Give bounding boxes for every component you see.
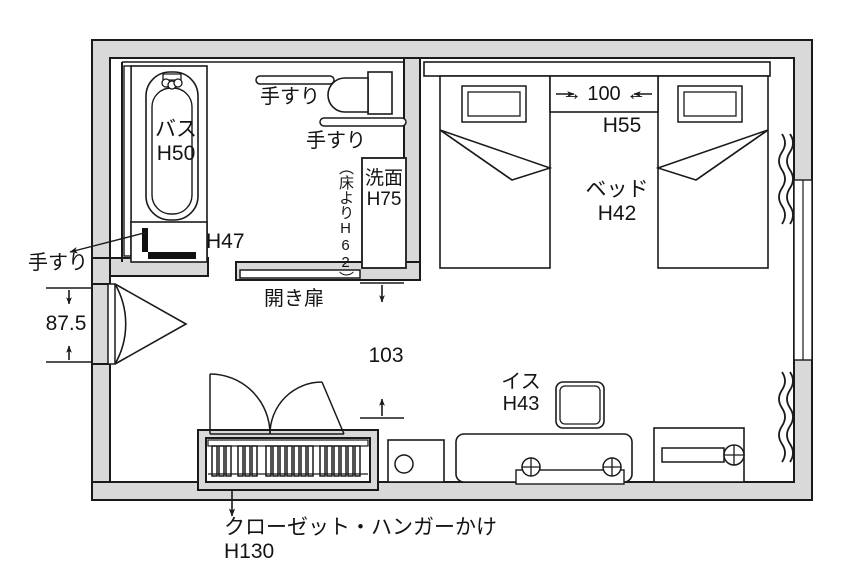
label-hinged-door: 開き扉 <box>264 288 324 310</box>
label-bed-gap-100: → 100 ← <box>561 83 647 105</box>
label-washbasin-from-floor: （床よりH62） <box>337 160 354 286</box>
handrail-lower <box>319 117 407 127</box>
entry-door <box>107 283 188 365</box>
closet <box>197 373 379 491</box>
label-washbasin: 洗面 H75 <box>364 168 404 211</box>
dimension-103 <box>360 282 404 419</box>
bed-left <box>423 61 771 269</box>
mini-fridge <box>387 439 445 483</box>
label-dimension-103: 103 <box>368 344 404 367</box>
label-dimension-87-5: 87.5 <box>45 312 87 335</box>
leader-bath-handrail <box>69 231 149 254</box>
toilet <box>327 71 393 115</box>
bed-right <box>655 75 769 269</box>
label-bath: バス H50 <box>155 118 197 165</box>
label-handrail-toilet-lower: 手すり <box>306 130 366 152</box>
label-bath-edge-height: H47 <box>206 230 245 253</box>
desk <box>455 433 633 485</box>
label-closet: クローゼット・ハンガーかけ H130 <box>224 516 497 563</box>
label-nightstand-height: H55 <box>602 114 642 137</box>
window-right-wall <box>793 179 813 361</box>
washbasin <box>361 157 407 269</box>
tv-cabinet <box>653 427 745 483</box>
label-handrail-toilet-upper: 手すり <box>260 86 320 108</box>
chair <box>555 381 605 429</box>
hinged-door-leaf <box>239 269 361 279</box>
label-handrail-bath: 手すり <box>28 252 88 274</box>
curtain-upper-icon <box>778 133 794 225</box>
label-chair: イス H43 <box>501 371 541 416</box>
label-bed: ベッド H42 <box>585 178 649 225</box>
handrail-upper <box>255 75 335 85</box>
curtain-lower-icon <box>778 371 794 463</box>
dimension-87-5 <box>46 287 92 363</box>
bathtub <box>123 65 208 263</box>
